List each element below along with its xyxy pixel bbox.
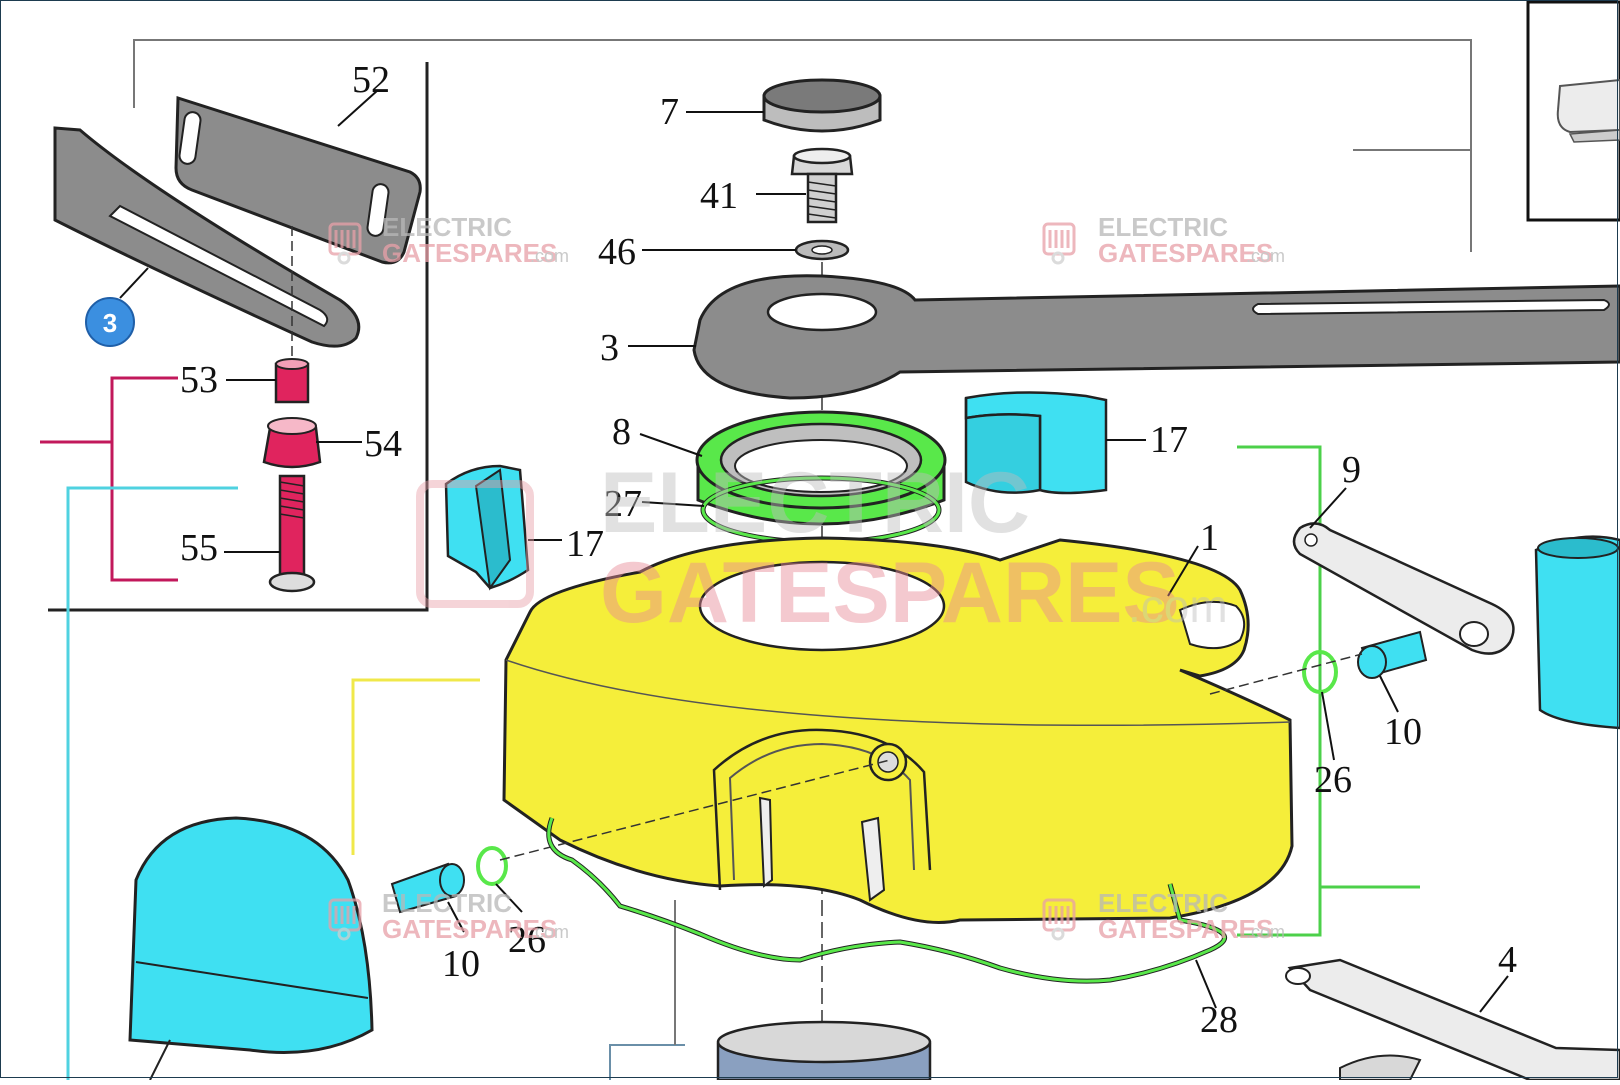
watermark-center: ELECTRIC GATESPARES .com xyxy=(416,455,1228,641)
watermark-bottom-right: ELECTRIC GATESPARES .com xyxy=(1042,888,1285,944)
part-53-spacer xyxy=(274,358,310,404)
watermark-line2: GATESPARES xyxy=(1098,914,1273,944)
watermark-line1: ELECTRIC xyxy=(1098,212,1228,242)
watermark-big-line2: GATESPARES xyxy=(600,545,1180,641)
part-26-oring-left xyxy=(476,846,508,886)
part-55-bolt xyxy=(268,474,316,593)
watermark-big-suffix: .com xyxy=(1128,580,1228,632)
part-26-oring-right xyxy=(1302,650,1338,694)
label-17-left: 17 xyxy=(566,523,604,565)
label-27: 27 xyxy=(604,483,642,525)
label-28: 28 xyxy=(1200,999,1238,1041)
label-9: 9 xyxy=(1342,449,1361,491)
part-28-gasket xyxy=(546,817,1227,984)
part-10-bolt-right xyxy=(1357,630,1428,679)
part-46-washer xyxy=(794,239,850,261)
watermark-top-right: ELECTRIC GATESPARES .com xyxy=(1042,212,1285,268)
watermark-line2: GATESPARES xyxy=(382,238,557,268)
inset-top-right-part xyxy=(1556,78,1620,143)
label-46: 46 xyxy=(598,231,636,273)
watermark-top-left: ELECTRIC GATESPARES .com xyxy=(328,212,569,268)
part-54-bushing xyxy=(262,417,322,469)
part-52-plate xyxy=(174,95,422,265)
label-52: 52 xyxy=(352,59,390,101)
part-41-bolt xyxy=(790,147,854,224)
watermark-line1: ELECTRIC xyxy=(382,212,512,242)
label-55: 55 xyxy=(180,527,218,569)
label-41: 41 xyxy=(700,175,738,217)
part-17-cover-left xyxy=(444,464,530,591)
label-10-left: 10 xyxy=(442,943,480,985)
part-7-cap xyxy=(762,78,882,133)
part-17-cover-right xyxy=(964,391,1108,495)
label-3: 3 xyxy=(600,327,619,369)
part-9-link xyxy=(1292,522,1515,655)
watermark-line2: GATESPARES xyxy=(1098,238,1273,268)
watermark-suffix: .com xyxy=(530,922,569,942)
watermark-line2: GATESPARES xyxy=(382,914,557,944)
watermark-suffix: .com xyxy=(1246,246,1285,266)
label-54: 54 xyxy=(364,423,402,465)
badge-label: 3 xyxy=(103,308,117,338)
label-1: 1 xyxy=(1200,517,1219,559)
watermark-big-line1: ELECTRIC xyxy=(600,455,1030,551)
watermark-bottom-left: ELECTRIC GATESPARES .com xyxy=(328,888,569,944)
label-8: 8 xyxy=(612,411,631,453)
label-4: 4 xyxy=(1498,939,1517,981)
label-10-right: 10 xyxy=(1384,711,1422,753)
watermark-suffix: .com xyxy=(530,246,569,266)
cyan-dome-cover xyxy=(128,816,374,1081)
watermark-line1: ELECTRIC xyxy=(1098,888,1228,918)
label-53: 53 xyxy=(180,359,218,401)
label-7: 7 xyxy=(660,91,679,133)
cyan-part-right-edge xyxy=(1534,535,1620,730)
part-3-arm xyxy=(692,274,1620,400)
bottom-bushing xyxy=(716,1020,932,1082)
part-1-housing xyxy=(502,536,1294,924)
label-26-left: 26 xyxy=(508,919,546,961)
watermark-suffix: .com xyxy=(1246,922,1285,942)
part-number-labels: 52 7 41 46 3 53 54 55 8 27 17 17 1 9 10 … xyxy=(180,59,1517,1041)
callout-badge: 3 xyxy=(85,297,135,347)
leader-lines xyxy=(119,89,1509,1013)
part-4-arm xyxy=(1285,958,1620,1082)
label-17-right: 17 xyxy=(1150,419,1188,461)
part-3-arm-inset xyxy=(53,126,361,348)
part-10-bolt-left xyxy=(390,862,465,914)
label-26-right: 26 xyxy=(1314,759,1352,801)
watermark-line1: ELECTRIC xyxy=(382,888,512,918)
